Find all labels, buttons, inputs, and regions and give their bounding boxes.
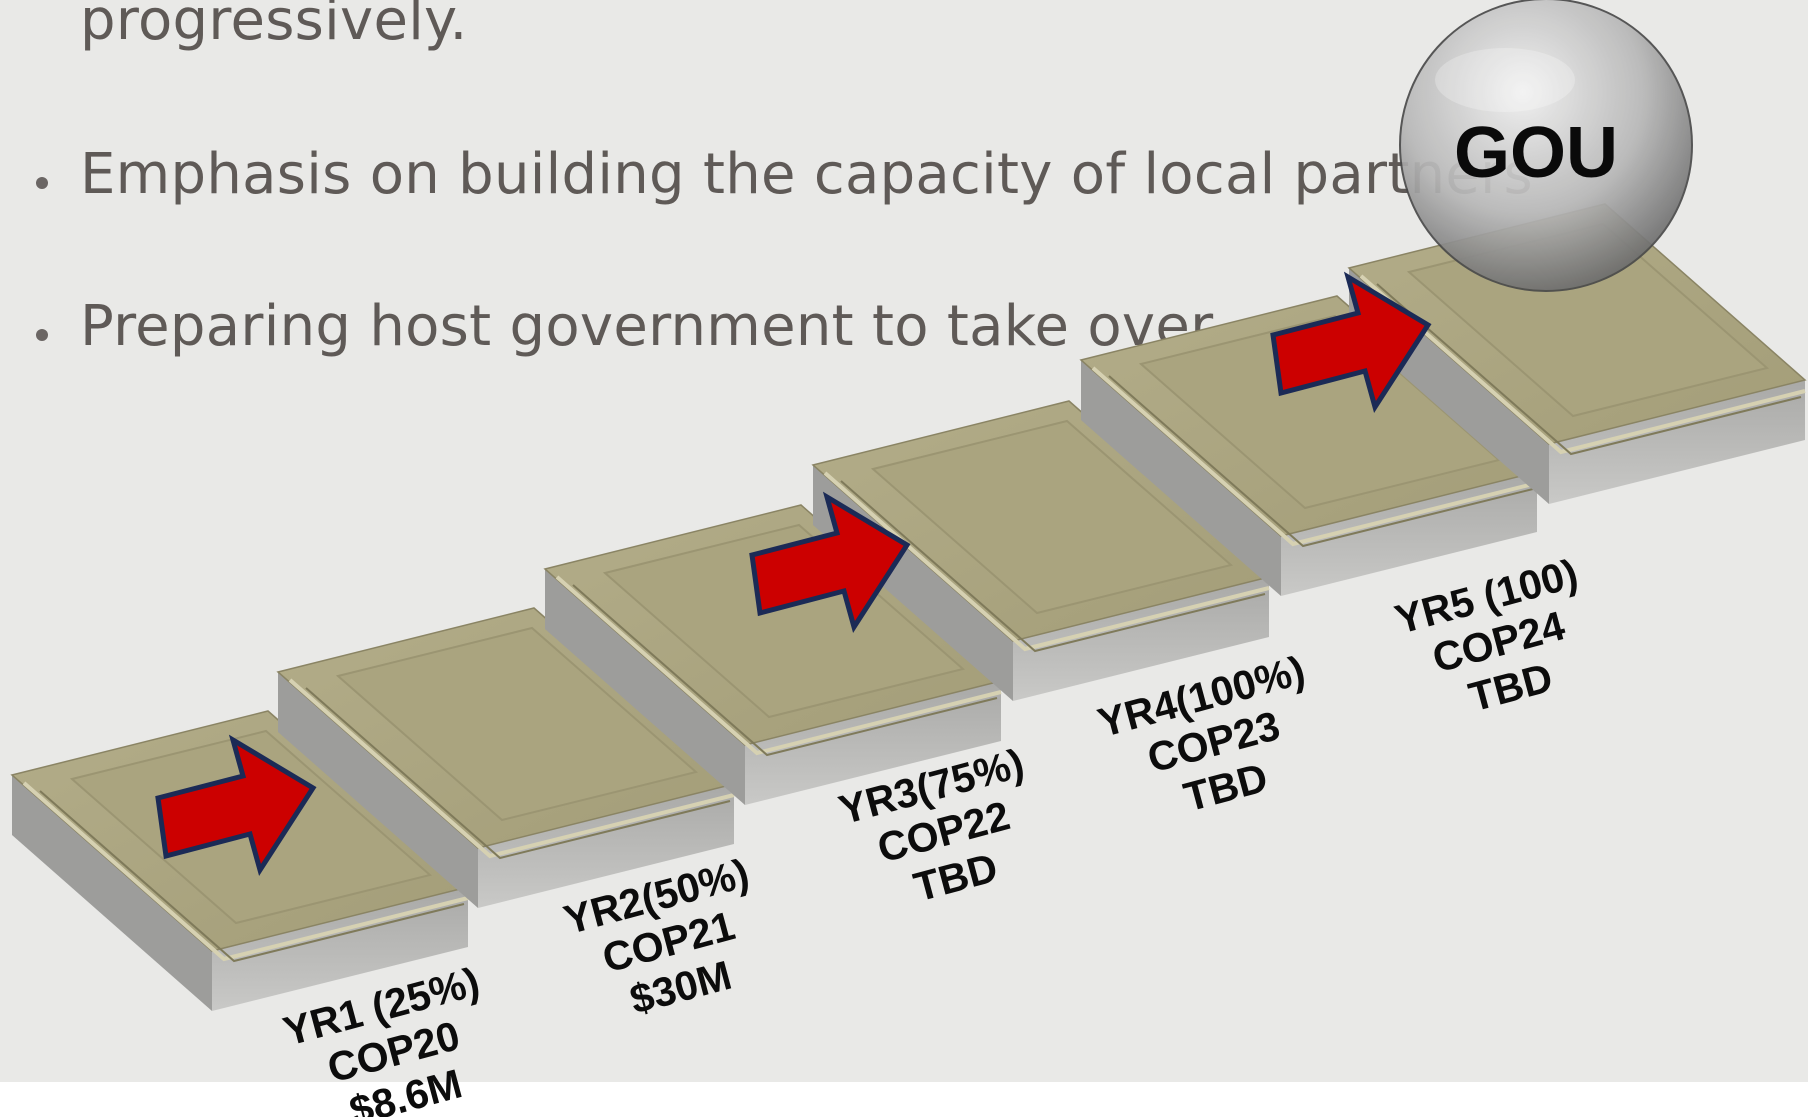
bullet-continuation-text: progressively. bbox=[80, 0, 468, 53]
bullet-dot-2 bbox=[36, 329, 48, 341]
step-label-yr5: YR5 (100) COP24 TBD bbox=[1390, 550, 1582, 720]
gou-label: GOU bbox=[1454, 113, 1618, 193]
gou-goal-sphere: GOU bbox=[1399, 0, 1693, 292]
bullet-item-host-government: Preparing host government to take over bbox=[80, 294, 1214, 359]
bullet-dot-1 bbox=[36, 177, 48, 189]
bullet-item-capacity: Emphasis on building the capacity of loc… bbox=[80, 142, 1533, 207]
step-label-yr4: YR4(100%) COP23 TBD bbox=[1093, 647, 1310, 821]
